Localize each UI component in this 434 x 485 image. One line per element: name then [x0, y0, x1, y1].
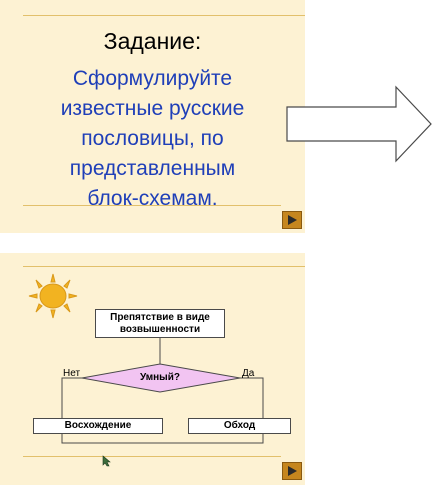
right-arrow-shape	[286, 85, 432, 163]
slide-title: Задание:	[103, 28, 202, 54]
obstacle-box: Препятствие в виде возвышенности	[95, 309, 225, 338]
body-line: Сформулируйте	[72, 67, 233, 90]
slide-1-thumbnail[interactable]: Задание: Сформулируйте известные русские…	[0, 0, 305, 233]
slide-2-thumbnail[interactable]: Препятствие в виде возвышенности Умный? …	[0, 253, 305, 485]
top-divider	[23, 15, 305, 16]
no-branch-label: Нет	[63, 368, 81, 379]
flowchart-connectors	[61, 338, 264, 444]
slide-body-text: Сформулируйте известные русские пословиц…	[40, 64, 265, 214]
ascent-box: Восхождение	[33, 418, 163, 434]
body-line: известные русские	[60, 97, 245, 120]
next-slide-button[interactable]	[282, 211, 302, 229]
body-line: пословицы, по	[81, 127, 224, 150]
body-line: блок-схемам.	[87, 187, 218, 210]
decision-diamond	[81, 363, 241, 393]
sun-icon	[28, 273, 78, 319]
bottom-divider	[23, 456, 281, 457]
yes-branch-label: Да	[242, 368, 255, 379]
detour-box: Обход	[188, 418, 291, 434]
play-triangle-icon	[288, 466, 297, 476]
mouse-pointer-icon	[102, 455, 111, 467]
top-divider	[23, 266, 305, 267]
body-line: представленным	[69, 157, 236, 180]
next-slide-button[interactable]	[282, 462, 302, 480]
decision-label: Умный?	[140, 372, 180, 383]
play-triangle-icon	[288, 215, 297, 225]
bottom-divider	[23, 205, 281, 206]
